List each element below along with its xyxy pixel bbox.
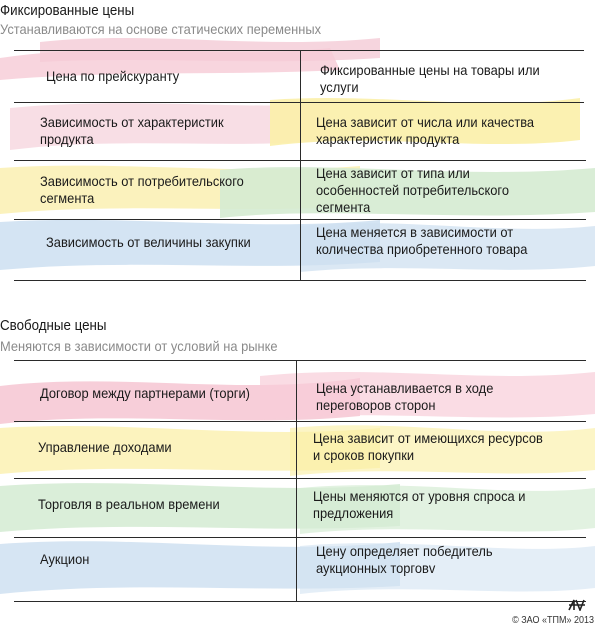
free-row-2-left: Управление доходами (38, 439, 172, 455)
fixed-prices-title: Фиксированные цены (0, 3, 135, 19)
divider (14, 102, 584, 103)
copyright-text: © ЗАО «ТПМ» 2013 (512, 615, 594, 626)
fixed-row-1-left: Цена по прейскуранту (46, 68, 180, 84)
divider (14, 360, 586, 361)
free-prices-subtitle: Меняются в зависимости от условий на рын… (0, 338, 278, 354)
divider (14, 478, 586, 479)
divider (14, 421, 586, 422)
column-divider (300, 50, 301, 280)
fixed-row-4-left: Зависимость от величины закупки (46, 234, 251, 250)
free-row-4-left: Аукцион (40, 551, 90, 567)
column-divider (296, 360, 297, 601)
divider (14, 50, 584, 51)
divider (14, 537, 586, 538)
divider (14, 601, 586, 602)
fixed-prices-subtitle: Устанавливаются на основе статических пе… (0, 21, 322, 37)
free-prices-title: Свободные цены (0, 318, 107, 334)
logo-mark-icon (568, 599, 585, 611)
divider (14, 280, 586, 281)
free-row-3-left: Торговля в реальном времени (38, 496, 220, 512)
free-row-1-left: Договор между партнерами (торги) (40, 385, 250, 401)
